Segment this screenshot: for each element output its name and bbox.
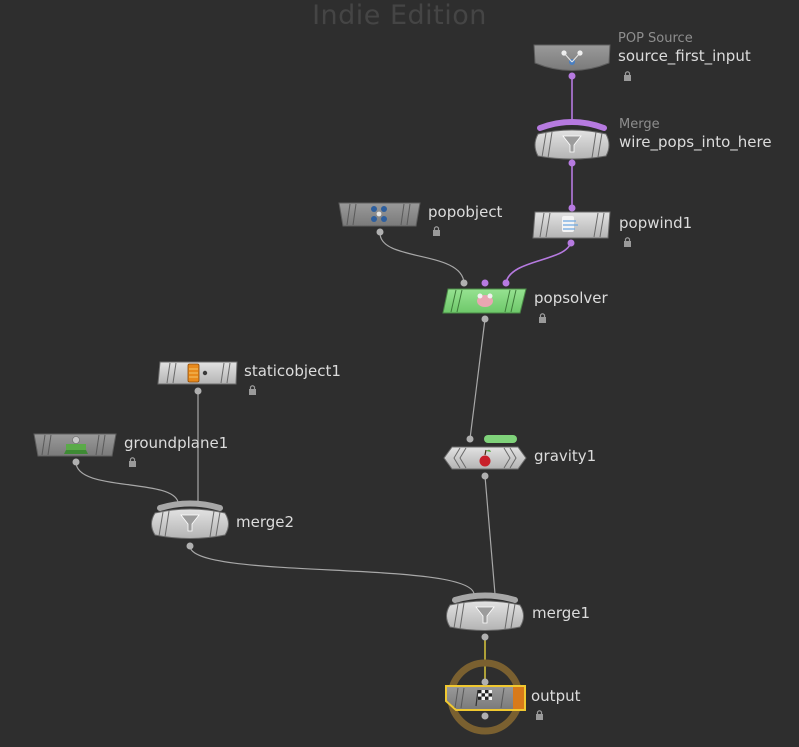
input-connector-bar[interactable] [452,592,518,603]
lock-icon[interactable] [624,237,631,247]
node-merge2[interactable] [151,500,229,550]
output-connector[interactable] [186,542,194,550]
node-staticobject1[interactable] [157,361,238,395]
output-connector[interactable] [568,72,576,80]
input-connector[interactable] [481,279,489,287]
output-connector[interactable] [72,458,80,466]
merge-funnel-icon [180,514,200,532]
lock-icons [129,71,631,720]
node-popwind1[interactable] [532,204,611,247]
output-connector[interactable] [376,228,384,236]
node-output[interactable] [445,678,526,720]
input-connector[interactable] [568,204,576,212]
node-popobject[interactable] [338,202,421,236]
lock-icon[interactable] [433,226,440,236]
node-name-popwind1[interactable]: popwind1 [619,214,693,232]
merge-funnel-icon [562,135,582,153]
wire-merge2-to-merge1[interactable] [189,545,475,595]
wire-popsolver-to-gravity[interactable] [469,318,486,440]
node-name-gravity1[interactable]: gravity1 [534,447,597,465]
pop-solver-icon [477,293,493,307]
wire-groundplane-to-merge2[interactable] [75,461,179,503]
pop-object-icon [371,206,387,222]
input-connector[interactable] [466,435,474,443]
input-connector-bar[interactable] [537,119,607,131]
node-type-label-merge: Merge [619,117,660,132]
output-connector[interactable] [481,472,489,480]
node-name-merge2[interactable]: merge2 [236,513,295,531]
node-popsolver[interactable] [442,279,527,323]
pop-wind-icon [562,216,578,232]
gravity-apple-icon [479,449,491,467]
node-name-merge1[interactable]: merge1 [532,604,591,622]
node-name-source-first-input[interactable]: source_first_input [618,47,751,65]
input-connector-bar[interactable] [484,435,517,443]
wire-gravity-to-merge1[interactable] [484,475,496,595]
lock-icon[interactable] [129,457,136,467]
output-connector[interactable] [567,239,575,247]
output-connector[interactable] [568,159,576,167]
lock-icon[interactable] [536,710,543,720]
wire-popwind-to-popsolver[interactable] [505,239,572,284]
lock-icon[interactable] [624,71,631,81]
node-groundplane1[interactable] [33,433,117,466]
node-name-popobject[interactable]: popobject [428,203,503,221]
node-name-popsolver[interactable]: popsolver [534,289,608,307]
node-source-first-input[interactable] [533,44,611,80]
indie-edition-watermark: Indie Edition [312,0,487,31]
pop-source-icon [561,50,583,65]
output-connector[interactable] [481,633,489,641]
output-connector[interactable] [481,315,489,323]
node-name-output[interactable]: output [531,687,581,705]
merge-funnel-icon [475,606,495,624]
checkered-flag-icon [475,689,492,707]
node-wire-pops-into-here[interactable] [534,119,610,167]
node-name-staticobject1[interactable]: staticobject1 [244,362,341,380]
node-type-label-pop-source: POP Source [618,31,693,46]
node-name-groundplane1[interactable]: groundplane1 [124,434,229,452]
node-name-wire-pops-into-here[interactable]: wire_pops_into_here [619,133,772,151]
input-connector-bar[interactable] [157,500,223,511]
output-connector[interactable] [194,387,202,395]
static-object-icon [187,363,208,383]
node-gravity1[interactable] [443,435,527,480]
render-flag[interactable] [513,687,524,709]
lock-icon[interactable] [249,385,256,395]
input-connector[interactable] [502,279,510,287]
input-connector[interactable] [481,678,489,686]
lock-icon[interactable] [539,313,546,323]
node-merge1[interactable] [446,592,524,641]
output-connector[interactable] [481,712,489,720]
wire-popobject-to-popsolver[interactable] [379,232,465,284]
ground-plane-icon [64,436,88,454]
input-connector[interactable] [460,279,468,287]
